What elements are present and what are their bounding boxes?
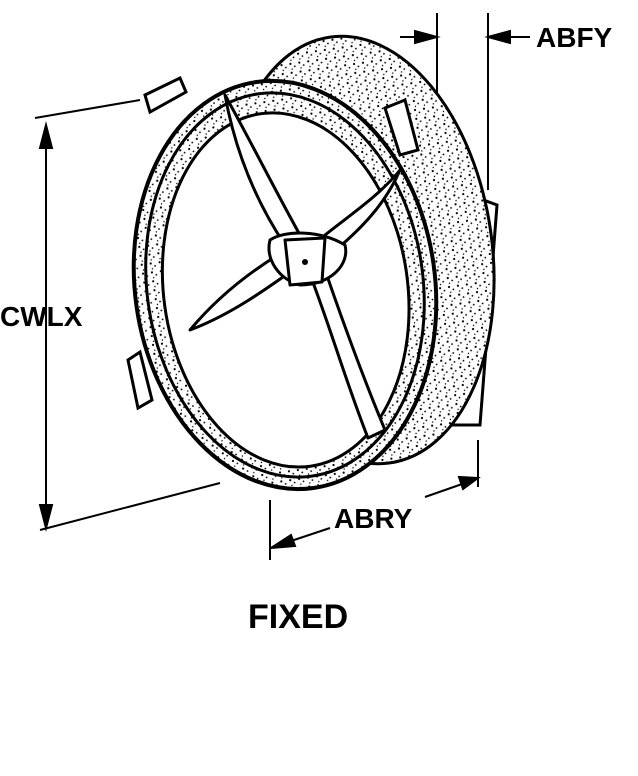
dimension-abry: [269, 440, 481, 560]
label-abry: ABRY: [334, 503, 413, 534]
mount-tab: [143, 75, 188, 115]
fan-blades: [188, 93, 402, 440]
mount-tab: [126, 349, 154, 411]
dimension-cwlx: [34, 99, 221, 532]
label-cwlx: CWLX: [0, 301, 83, 332]
label-abfy: ABFY: [536, 22, 613, 53]
diagram-title: FIXED: [248, 598, 348, 636]
hub-rivet: [302, 259, 308, 265]
dimension-abfy: [400, 13, 530, 190]
mount-tab: [383, 97, 420, 157]
